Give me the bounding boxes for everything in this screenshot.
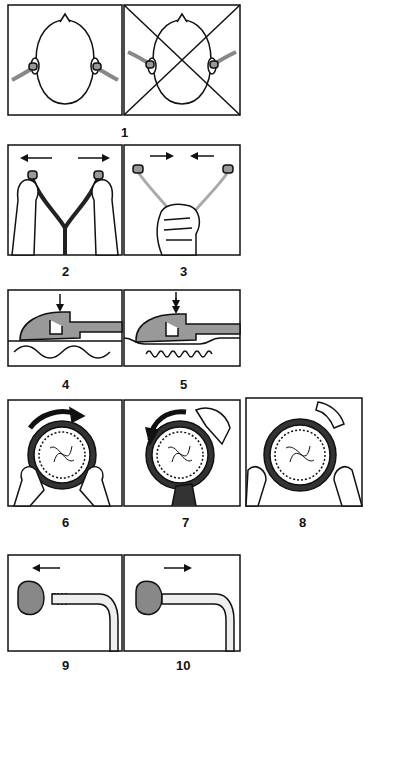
panel-frame <box>8 400 122 506</box>
callout-number: 4 <box>62 378 69 391</box>
headset-spread <box>12 158 118 255</box>
panel-frame <box>124 290 240 366</box>
chestpiece-light-pressure <box>8 294 122 358</box>
head-top-view-wrong <box>124 5 240 115</box>
panel-frame <box>124 555 240 651</box>
diaphragm-seated <box>246 402 362 506</box>
callout-number: 5 <box>180 378 187 391</box>
panel-frame <box>124 5 240 115</box>
callout-number: 1 <box>121 126 128 139</box>
diaphragm-install <box>146 408 230 506</box>
panel-frame <box>8 290 122 366</box>
callout-number: 10 <box>176 659 190 672</box>
panel-frame <box>124 400 240 506</box>
panel-frame <box>124 145 240 255</box>
panel-frame <box>8 5 122 115</box>
callout-number: 6 <box>62 516 69 529</box>
diaphragm-remove <box>14 408 110 506</box>
callout-number: 2 <box>62 265 69 278</box>
panel-frame <box>8 555 122 651</box>
panel-frame <box>246 398 362 506</box>
eartip-remove <box>18 568 118 651</box>
eartip-install <box>136 568 234 651</box>
callout-number: 7 <box>182 516 189 529</box>
head-top-view <box>12 14 118 104</box>
callout-number: 8 <box>299 516 306 529</box>
chestpiece-firm-pressure <box>124 292 240 357</box>
panel-frame <box>8 145 122 255</box>
callout-number: 9 <box>62 659 69 672</box>
callout-number: 3 <box>180 265 187 278</box>
headset-squeeze <box>133 156 233 255</box>
